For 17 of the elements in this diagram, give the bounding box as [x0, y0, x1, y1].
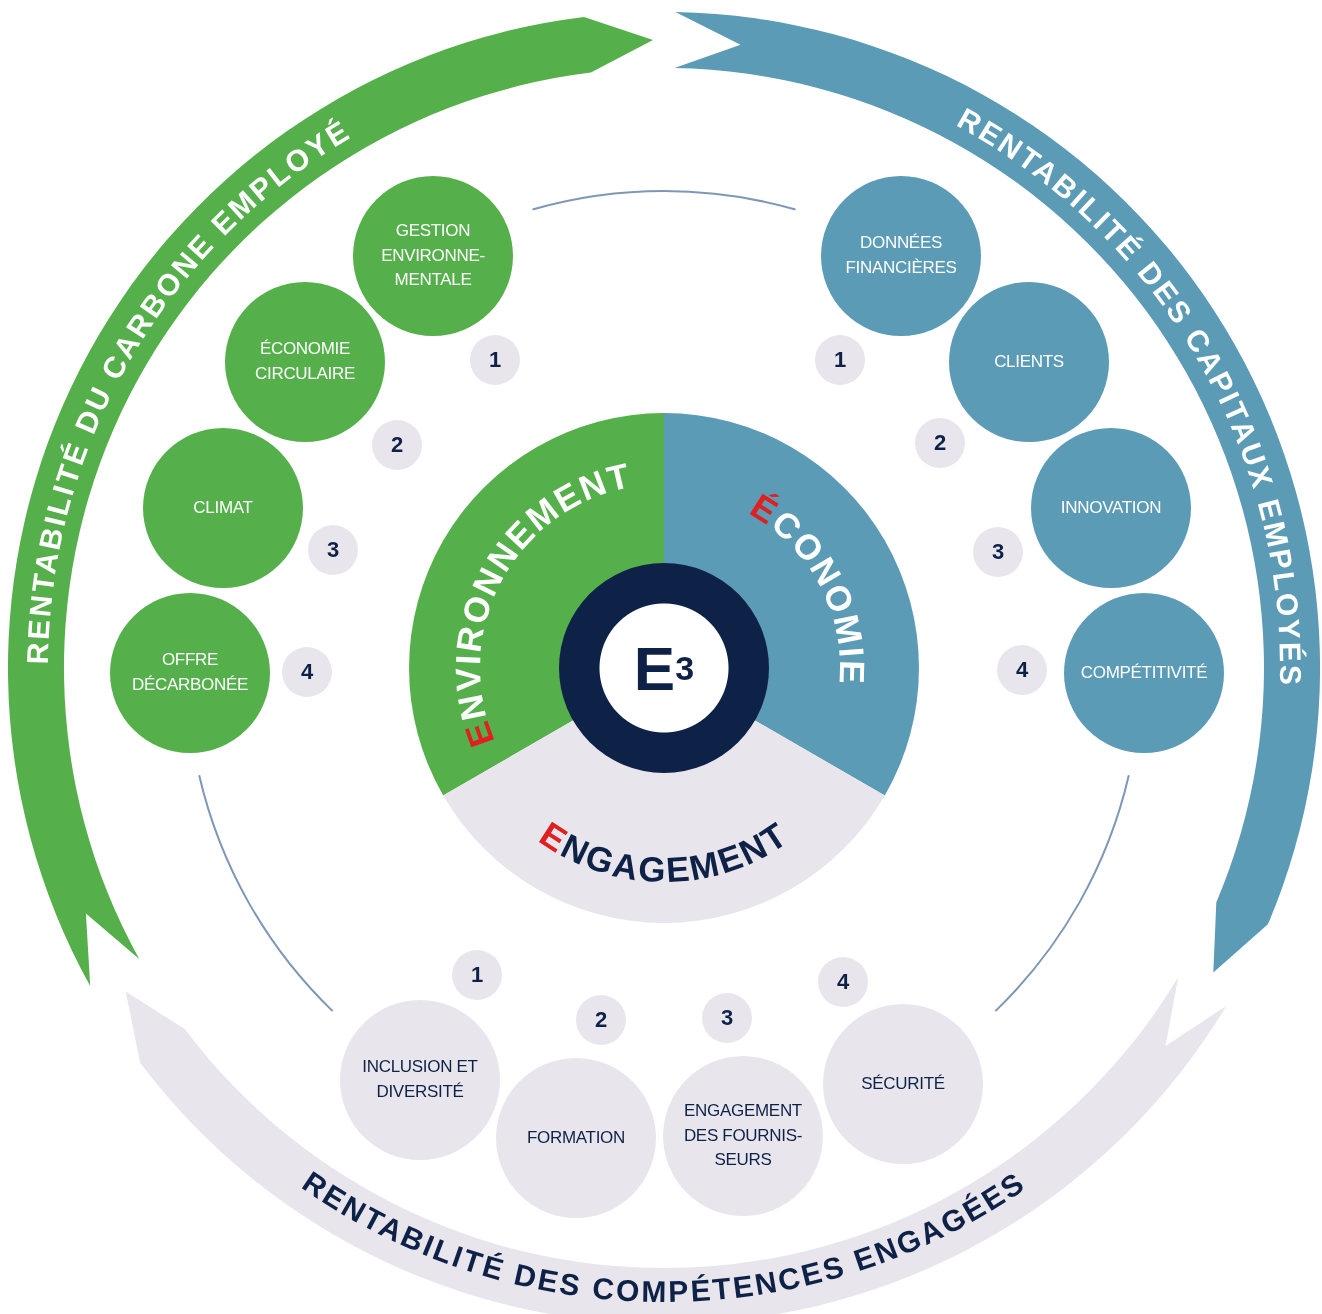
number-badge: 2 — [372, 420, 422, 470]
topic-circle: ENGAGEMENT DES FOURNIS- SEURS — [663, 1056, 823, 1216]
topic-circle: SÉCURITÉ — [823, 1004, 983, 1164]
number-badge: 1 — [815, 335, 865, 385]
number-badge: 3 — [702, 993, 752, 1043]
topic-circle: GESTION ENVIRONNE- MENTALE — [353, 176, 513, 336]
topic-circle: FORMATION — [496, 1058, 656, 1218]
number-badge: 3 — [973, 527, 1023, 577]
topic-circle: INCLUSION ET DIVERSITÉ — [340, 1000, 500, 1160]
number-badge: 2 — [915, 418, 965, 468]
number-badge: 1 — [470, 335, 520, 385]
topic-circle: DONNÉES FINANCIÈRES — [821, 176, 981, 336]
number-badge: 2 — [576, 995, 626, 1045]
number-badge: 1 — [452, 950, 502, 1000]
topic-circle: COMPÉTITIVITÉ — [1064, 593, 1224, 753]
number-badge: 4 — [997, 645, 1047, 695]
number-badge: 4 — [818, 957, 868, 1007]
